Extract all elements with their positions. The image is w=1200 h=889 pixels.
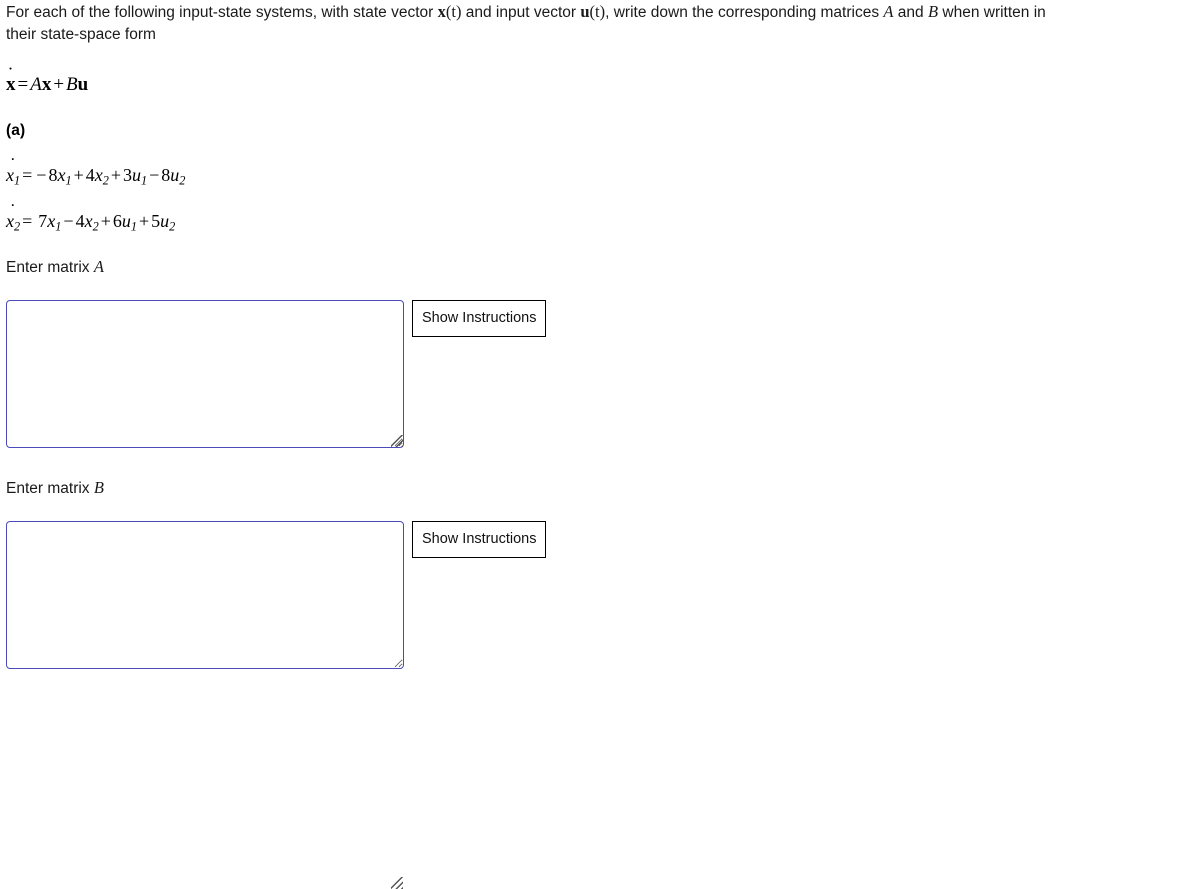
dot-accent: ˙ [8, 64, 13, 80]
intro-line-2: their state-space form [6, 26, 156, 43]
term-3-subscript: 1 [130, 219, 137, 234]
part-label-a: (a) [6, 122, 26, 139]
x2dot-symbol: ˙x2 [6, 202, 21, 234]
matrix-a-input[interactable] [6, 300, 404, 448]
term-1-subscript: 1 [55, 219, 62, 234]
x-subscript: 2 [14, 219, 21, 234]
equals-sign: = [17, 74, 29, 95]
term-2-variable: x [84, 211, 93, 231]
term-4-sign: − [149, 165, 160, 185]
dot-accent: ˙ [10, 200, 16, 216]
xdot-symbol: ˙x [6, 65, 16, 96]
enter-matrix-a-label: Enter matrix A [6, 257, 104, 277]
term-3-subscript: 1 [141, 173, 148, 188]
term-3-variable: u [132, 165, 141, 185]
term-2-coefficient: 4 [75, 211, 85, 231]
term-1-subscript: 1 [65, 173, 72, 188]
x-symbol: x [6, 211, 14, 231]
x1dot-symbol: ˙x1 [6, 156, 21, 188]
term-4-variable: u [160, 211, 170, 231]
term-4-subscript: 2 [169, 219, 176, 234]
intro-text-part-3: , write down the corresponding matrices [605, 4, 884, 21]
intro-text-part-1: For each of the following input-state sy… [6, 4, 438, 21]
dot-accent: ˙ [10, 154, 16, 170]
matrix-b-symbol: B [93, 478, 104, 497]
matrix-b-symbol: B [66, 74, 78, 95]
input-vector-u-argument: (t) [589, 2, 606, 21]
resize-handle-icon[interactable] [391, 877, 403, 889]
intro-text-part-2: and input vector [461, 4, 581, 21]
show-instructions-button-matrix-a[interactable]: Show Instructions [412, 300, 547, 337]
matrix-a-symbol-inline: A [883, 2, 894, 21]
plus-sign: + [53, 74, 65, 95]
state-vector-x-symbol: x [437, 2, 446, 21]
x-symbol: x [6, 165, 14, 185]
equals-sign: = [22, 211, 33, 231]
show-instructions-button-matrix-b[interactable]: Show Instructions [412, 521, 547, 558]
term-3-coefficient: 3 [123, 165, 132, 185]
matrix-a-symbol: A [93, 257, 104, 276]
matrix-a-symbol: A [30, 74, 42, 95]
intro-text-part-4: when written in [938, 4, 1046, 21]
problem-statement: For each of the following input-state sy… [6, 1, 1200, 46]
term-1-variable: x [57, 165, 66, 185]
enter-matrix-b-text: Enter matrix [6, 480, 94, 497]
problem-page: For each of the following input-state sy… [6, 1, 1200, 889]
term-4-coefficient: 5 [151, 211, 161, 231]
x-symbol: x [6, 74, 16, 95]
input-vector-u-symbol: u [580, 2, 590, 21]
enter-matrix-b-label: Enter matrix B [6, 478, 104, 498]
term-2-subscript: 2 [92, 219, 99, 234]
enter-matrix-a-text: Enter matrix [6, 259, 94, 276]
intro-conjunction: and [893, 4, 928, 21]
term-1-sign: − [36, 165, 47, 185]
term-2-sign: + [73, 165, 84, 185]
vector-u-symbol: u [77, 74, 89, 95]
equation-x2-dot: ˙x2=7x1−4x2+6u1+5u2 [6, 202, 176, 234]
term-3-sign: + [110, 165, 121, 185]
term-1-coefficient: 8 [48, 165, 58, 185]
x-subscript: 1 [14, 173, 21, 188]
term-2-sign: − [63, 211, 74, 231]
equation-x1-dot: ˙x1=−8x1+4x2+3u1−8u2 [6, 156, 186, 188]
term-4-subscript: 2 [179, 173, 186, 188]
matrix-b-input[interactable] [6, 521, 404, 669]
term-3-sign: + [100, 211, 111, 231]
term-1-variable: x [47, 211, 56, 231]
matrix-b-symbol-inline: B [927, 2, 939, 21]
vector-x-symbol: x [41, 74, 52, 95]
state-space-equation: ˙x=Ax+Bu [6, 65, 89, 96]
equals-sign: = [22, 165, 33, 185]
term-2-variable: x [94, 165, 103, 185]
term-4-sign: + [138, 211, 150, 231]
term-2-coefficient: 4 [85, 165, 95, 185]
state-vector-x-argument: (t) [445, 2, 462, 21]
term-3-variable: u [121, 211, 131, 231]
term-4-variable: u [170, 165, 180, 185]
term-2-subscript: 2 [102, 173, 109, 188]
term-1-coefficient: 7 [38, 211, 48, 231]
term-3-coefficient: 6 [112, 211, 122, 231]
term-4-coefficient: 8 [161, 165, 171, 185]
